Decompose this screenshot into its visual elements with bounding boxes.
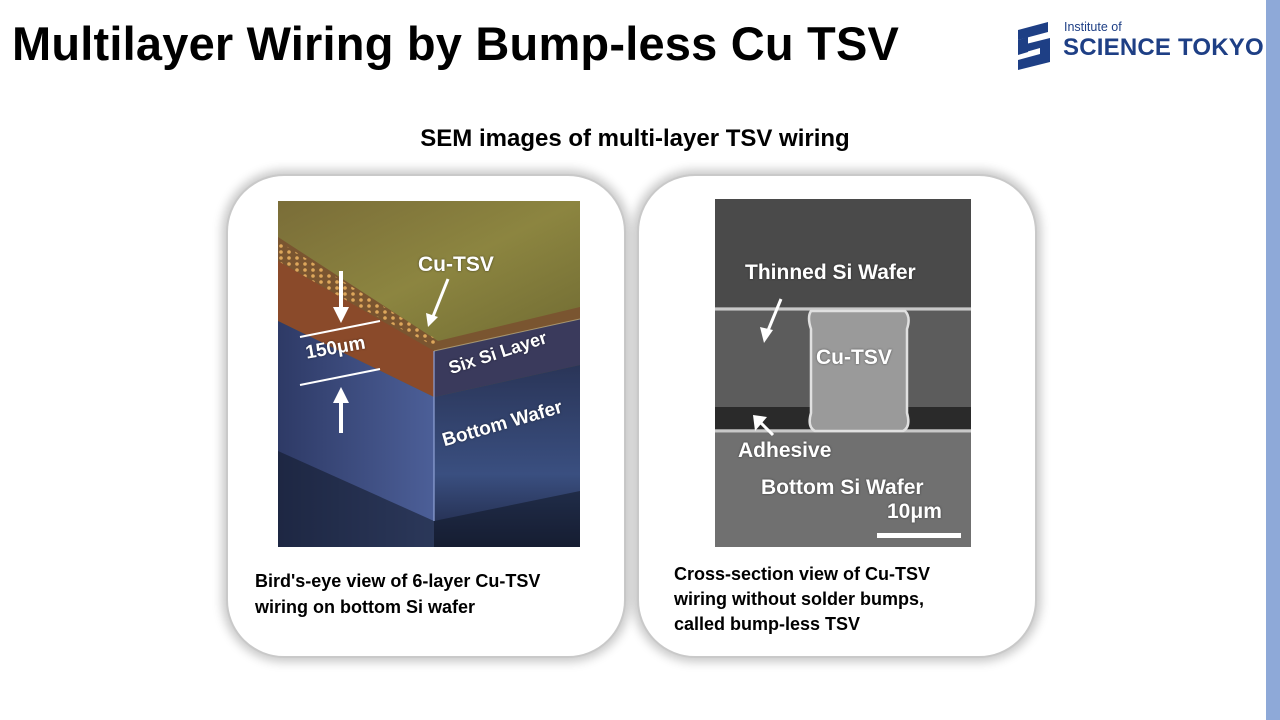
scale-bar-label: 10μm (887, 500, 942, 523)
cross-section-panel: Thinned Si Wafer Cu-TSV Adhesive Bottom … (637, 174, 1037, 658)
cross-section-sem-image: Thinned Si Wafer Cu-TSV Adhesive Bottom … (715, 199, 971, 547)
birdseye-panel: Cu-TSV 150μm Six Si Layer Bottom Wafer B… (226, 174, 626, 658)
birdseye-caption: Bird's-eye view of 6-layer Cu-TSV wiring… (255, 571, 541, 617)
cross-section-caption: Cross-section view of Cu-TSV wiring with… (674, 564, 931, 634)
label-adhesive: Adhesive (738, 439, 832, 462)
birdseye-sem-image: Cu-TSV 150μm Six Si Layer Bottom Wafer (278, 201, 580, 547)
side-accent-bar (1266, 0, 1280, 720)
logo-text-large: SCIENCE TOKYO (1063, 34, 1264, 61)
label-cu-tsv-cross: Cu-TSV (816, 346, 892, 369)
slide-title: Multilayer Wiring by Bump-less Cu TSV (12, 17, 900, 70)
label-thinned-si-wafer: Thinned Si Wafer (745, 261, 916, 284)
slide-subtitle: SEM images of multi-layer TSV wiring (420, 125, 850, 152)
institute-logo: Institute of SCIENCE TOKYO (1016, 20, 1264, 72)
label-bottom-si-wafer: Bottom Si Wafer (761, 476, 924, 499)
logo-text-small: Institute of (1064, 20, 1122, 34)
logo-mark-icon (1018, 22, 1050, 70)
label-cu-tsv: Cu-TSV (418, 253, 494, 276)
